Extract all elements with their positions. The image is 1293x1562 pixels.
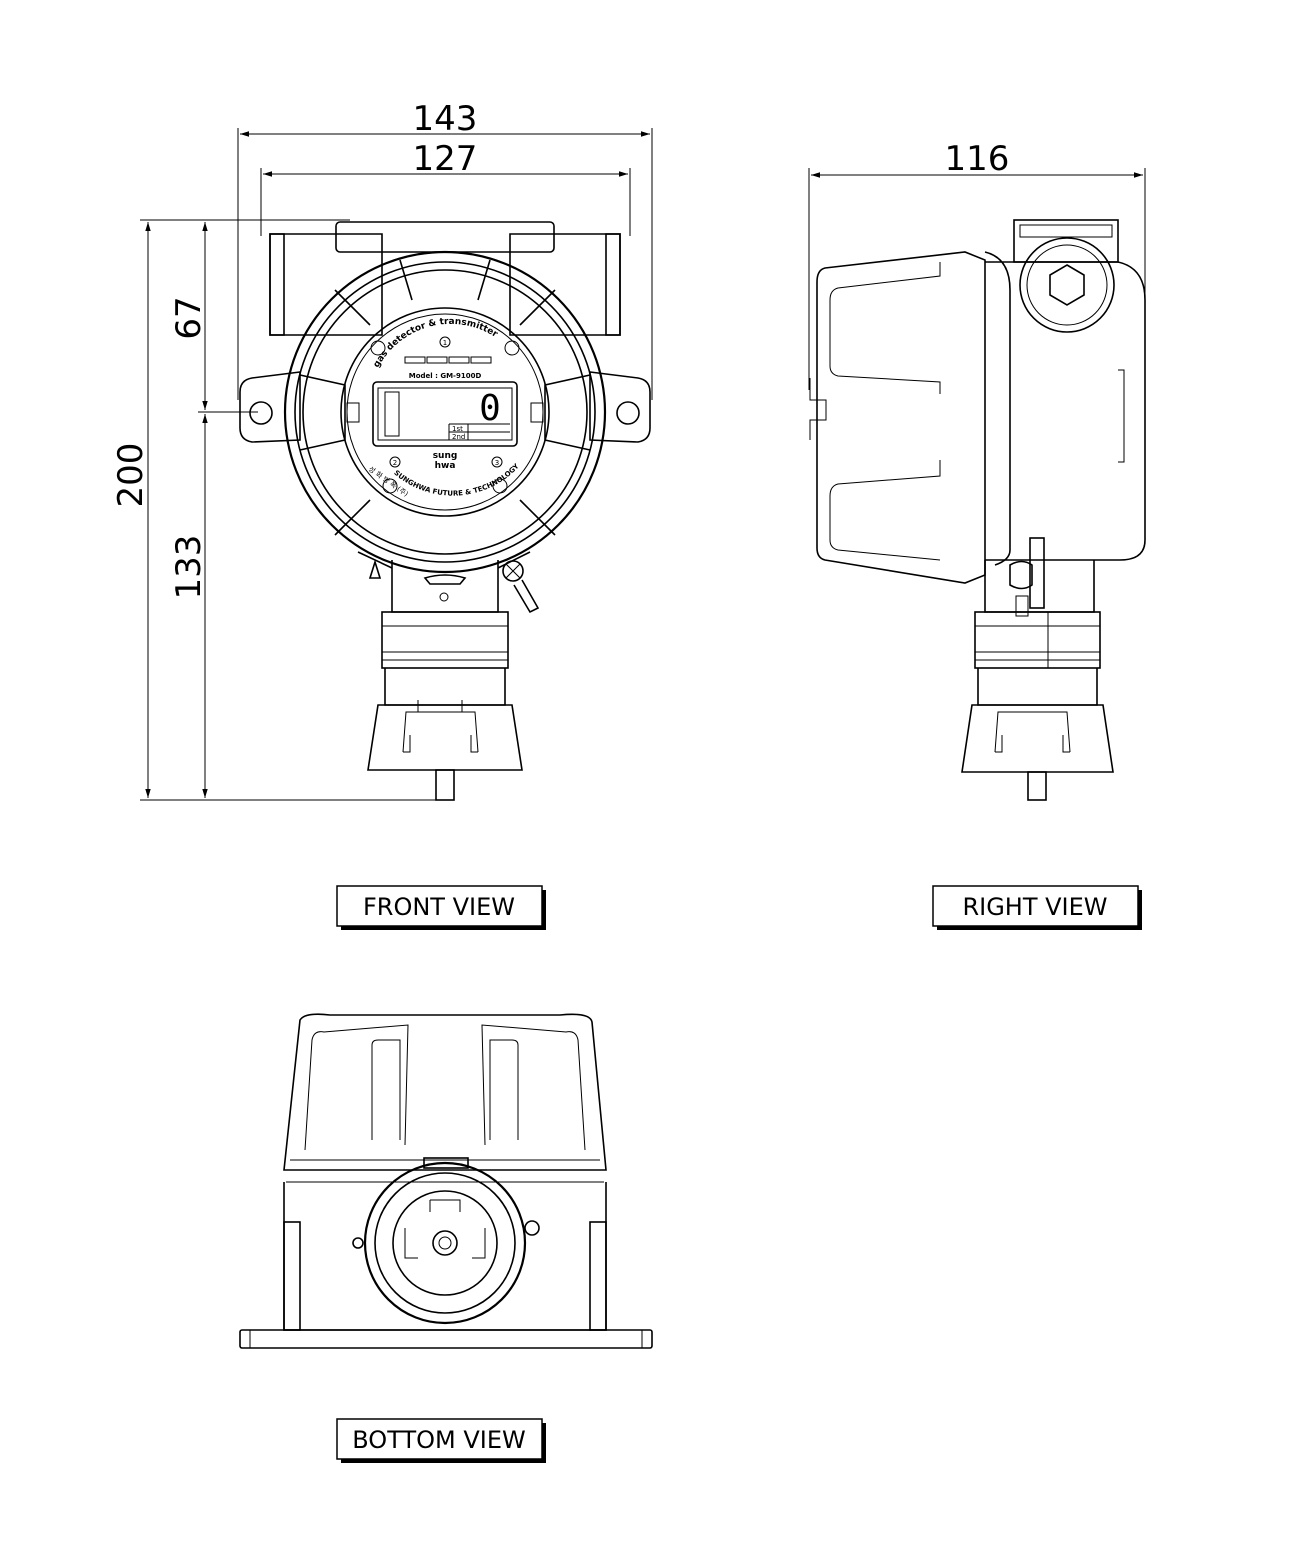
dim-67-label: 67	[169, 296, 209, 339]
dim-143-label: 143	[413, 99, 478, 139]
dim-200-label: 200	[111, 443, 151, 508]
bottom-view-label-box: BOTTOM VIEW	[336, 1418, 546, 1463]
right-view-drawing	[809, 219, 1146, 801]
right-view-label-box: RIGHT VIEW	[932, 885, 1142, 930]
brand-logo-top: sung	[433, 451, 458, 461]
dim-133-label: 133	[169, 535, 209, 600]
front-view-drawing	[239, 221, 651, 801]
front-view-label: FRONT VIEW	[363, 893, 515, 921]
button-label-1: 1	[443, 339, 447, 347]
lcd-reading: 0	[479, 388, 501, 429]
faceplate-arc-text: gas detector & transmitter	[372, 317, 500, 370]
right-view-label: RIGHT VIEW	[962, 893, 1107, 921]
dim-127-label: 127	[413, 139, 478, 179]
brand-logo-bottom: hwa	[435, 461, 456, 471]
dimension-133: 133	[169, 414, 209, 798]
button-label-3: 3	[495, 459, 499, 467]
lcd-level-1: 1st	[452, 425, 463, 433]
dimension-200: 200	[111, 219, 440, 801]
bottom-view-drawing	[239, 1013, 653, 1349]
bottom-view-label: BOTTOM VIEW	[352, 1426, 525, 1454]
dim-116-label: 116	[945, 139, 1010, 179]
lcd-level-2: 2nd	[452, 433, 465, 441]
dimension-67: 67	[169, 222, 258, 413]
dimension-143: 143	[237, 99, 653, 400]
front-view-label-box: FRONT VIEW	[336, 885, 546, 930]
button-label-2: 2	[393, 459, 397, 467]
dimension-127: 127	[260, 139, 631, 236]
dimension-116: 116	[808, 139, 1146, 390]
faceplate-model: Model : GM-9100D	[409, 372, 482, 380]
